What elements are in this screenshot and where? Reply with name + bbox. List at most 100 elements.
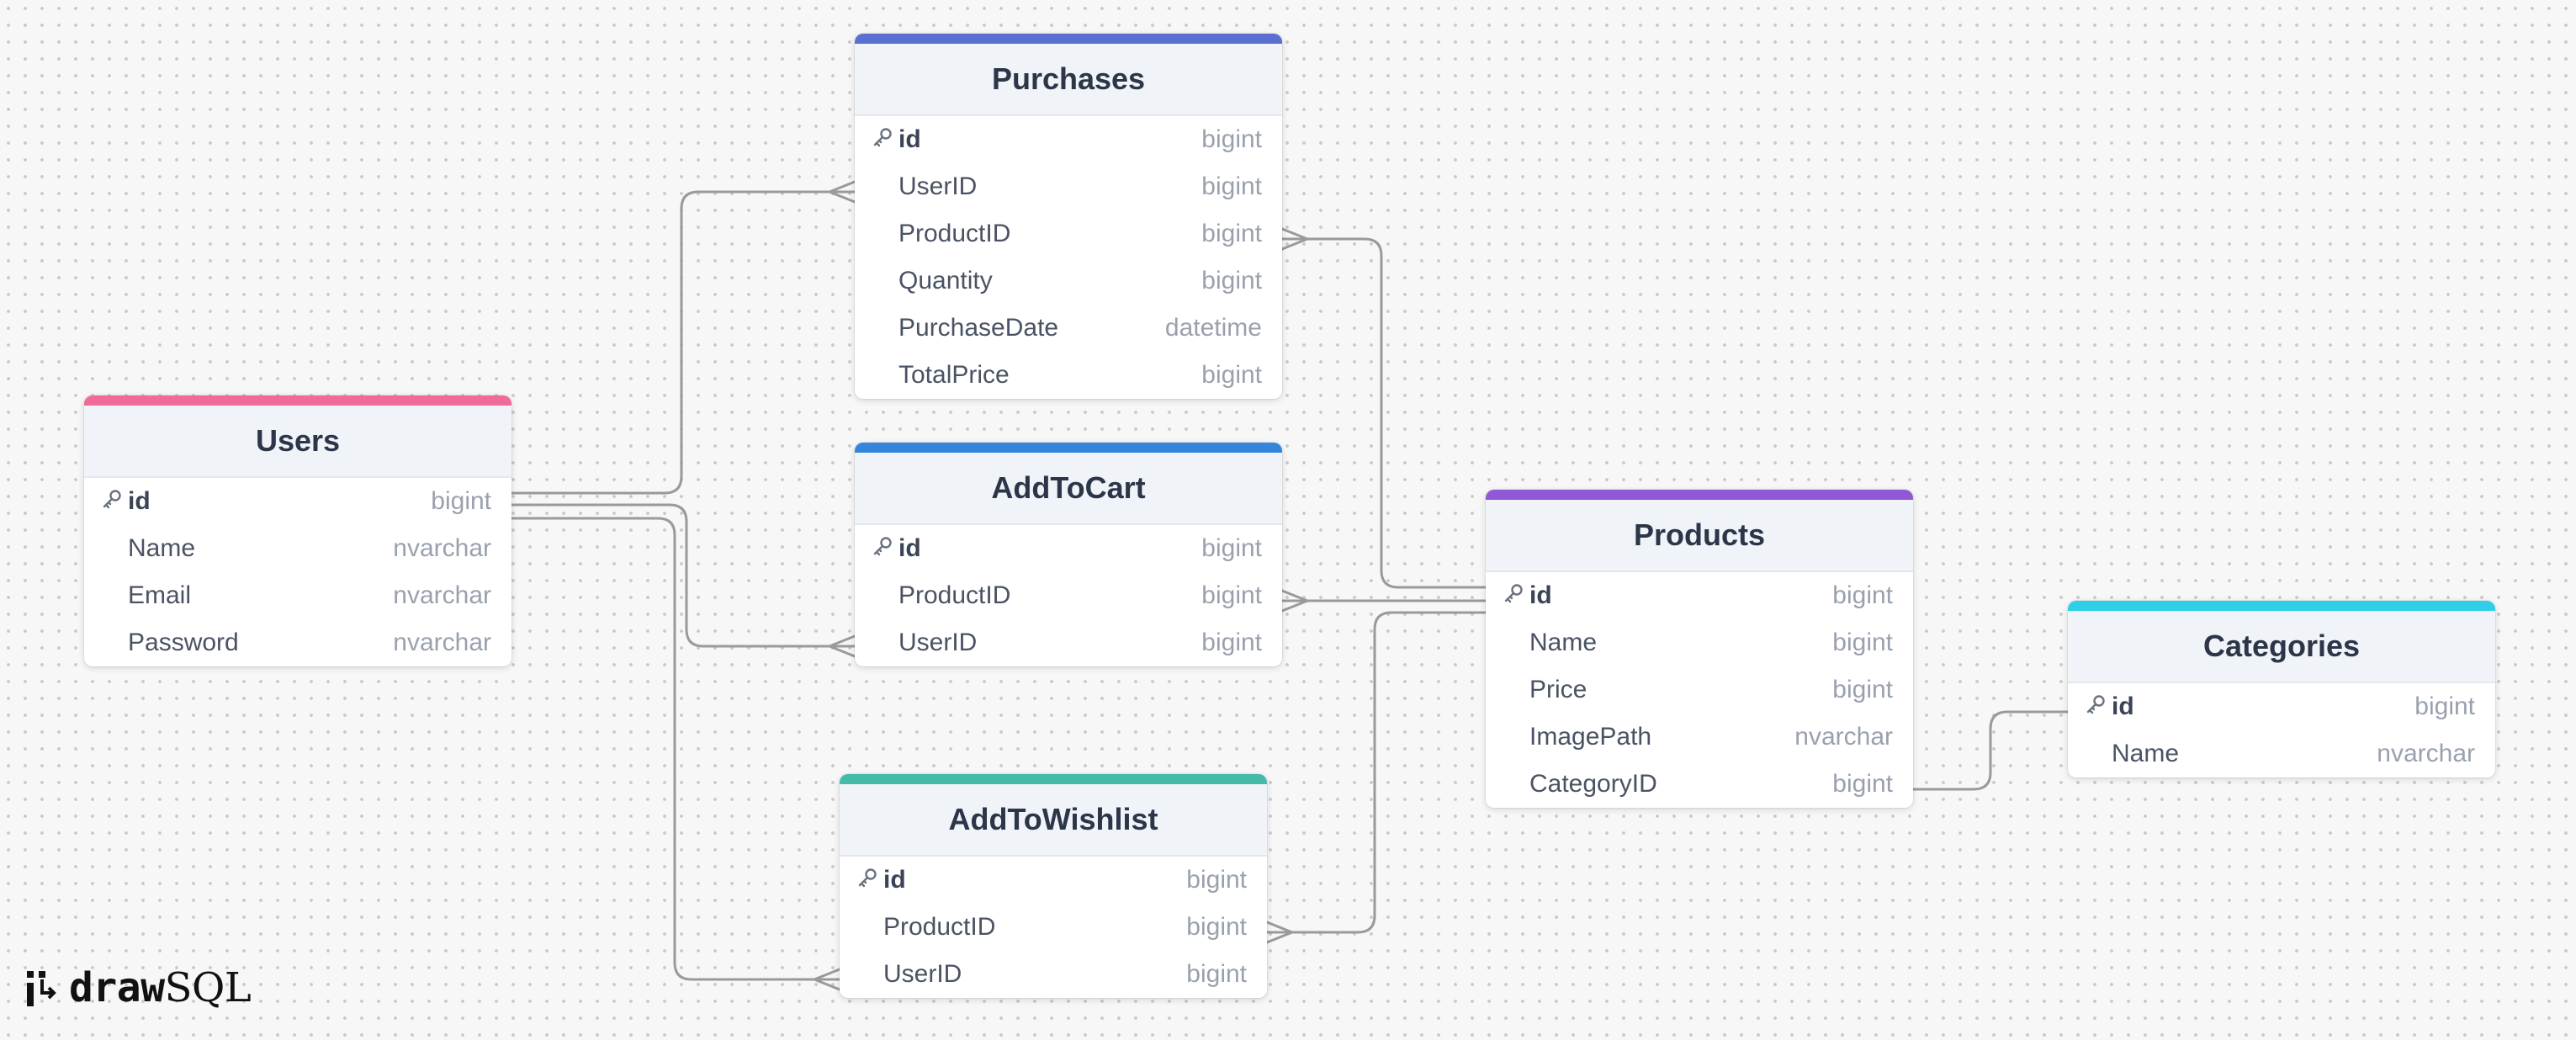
column-name: Name: [128, 534, 196, 562]
connector-users-addtocart[interactable]: [510, 503, 856, 648]
column-name: Password: [128, 629, 239, 656]
column-name: Email: [128, 581, 192, 609]
column-type: bigint: [1832, 629, 1893, 656]
primary-key-icon: [1503, 582, 1529, 609]
table-accent-bar: [840, 774, 1267, 784]
column-type: datetime: [1164, 314, 1262, 342]
table-accent-bar: [855, 34, 1282, 44]
drawsql-logo-icon: [27, 971, 56, 1006]
column-name: UserID: [883, 960, 962, 988]
column-name: id: [898, 125, 921, 153]
table-title[interactable]: Purchases: [855, 44, 1282, 116]
column-row[interactable]: id bigint: [855, 116, 1282, 163]
column-name: Quantity: [898, 267, 993, 294]
column-type: bigint: [2414, 692, 2475, 720]
column-name: Name: [2112, 740, 2180, 767]
connector-users-purchases[interactable]: [510, 190, 856, 495]
key-placeholder: [101, 629, 128, 656]
primary-key-icon: [856, 867, 883, 894]
column-row[interactable]: id bigint: [2068, 683, 2495, 730]
column-type: nvarchar: [393, 629, 491, 656]
column-type: nvarchar: [1794, 723, 1893, 751]
column-type: bigint: [1201, 267, 1262, 294]
primary-key-icon: [872, 535, 898, 562]
key-placeholder: [872, 582, 898, 609]
key-placeholder: [1503, 771, 1529, 798]
column-type: bigint: [1201, 125, 1262, 153]
key-placeholder: [872, 173, 898, 200]
column-name: ProductID: [883, 913, 996, 941]
column-type: bigint: [1201, 172, 1262, 200]
column-row[interactable]: id bigint: [1486, 572, 1913, 619]
column-name: UserID: [898, 629, 978, 656]
brand-wordmark: drawSQL: [69, 964, 252, 1011]
column-type: nvarchar: [2377, 740, 2475, 767]
table-accent-bar: [2068, 601, 2495, 611]
column-row[interactable]: UserID bigint: [855, 163, 1282, 210]
column-row[interactable]: Password nvarchar: [84, 619, 511, 666]
column-name: ProductID: [898, 581, 1011, 609]
table-accent-bar: [84, 395, 511, 406]
table-title[interactable]: AddToWishlist: [840, 784, 1267, 857]
drawsql-brand[interactable]: drawSQL: [25, 963, 252, 1013]
column-row[interactable]: Name nvarchar: [2068, 730, 2495, 777]
column-type: bigint: [1186, 866, 1247, 894]
primary-key-icon: [2085, 693, 2112, 720]
key-placeholder: [101, 535, 128, 562]
column-row[interactable]: TotalPrice bigint: [855, 352, 1282, 399]
connector-products-purchases[interactable]: [1280, 237, 1487, 589]
table-title[interactable]: Products: [1486, 500, 1913, 572]
crowfoot-marker: [828, 634, 856, 658]
crowfoot-marker: [813, 968, 841, 991]
key-placeholder: [872, 268, 898, 294]
table-title[interactable]: Categories: [2068, 611, 2495, 683]
column-row[interactable]: ProductID bigint: [855, 572, 1282, 619]
connector-categories-products[interactable]: [1910, 710, 2070, 791]
column-type: bigint: [1832, 581, 1893, 609]
key-placeholder: [1503, 677, 1529, 703]
column-name: PurchaseDate: [898, 314, 1059, 342]
column-name: id: [1529, 581, 1552, 609]
column-type: bigint: [431, 487, 491, 515]
column-row[interactable]: Quantity bigint: [855, 257, 1282, 305]
column-row[interactable]: PurchaseDate datetime: [855, 305, 1282, 352]
crowfoot-marker: [1265, 921, 1294, 944]
key-placeholder: [872, 362, 898, 389]
key-placeholder: [2085, 740, 2112, 767]
column-name: id: [2112, 692, 2134, 720]
key-placeholder: [872, 220, 898, 247]
connector-users-addtowishlist[interactable]: [510, 517, 841, 981]
column-type: bigint: [1201, 361, 1262, 389]
table-accent-bar: [1486, 490, 1913, 500]
column-name: id: [898, 534, 921, 562]
key-placeholder: [1503, 724, 1529, 751]
column-name: CategoryID: [1529, 770, 1657, 798]
column-name: TotalPrice: [898, 361, 1010, 389]
table-title[interactable]: Users: [84, 406, 511, 478]
connector-products-addtowishlist[interactable]: [1265, 611, 1487, 934]
column-type: bigint: [1201, 581, 1262, 609]
column-name: ProductID: [898, 220, 1011, 247]
primary-key-icon: [101, 488, 128, 515]
column-name: UserID: [898, 172, 978, 200]
table-title[interactable]: AddToCart: [855, 453, 1282, 525]
